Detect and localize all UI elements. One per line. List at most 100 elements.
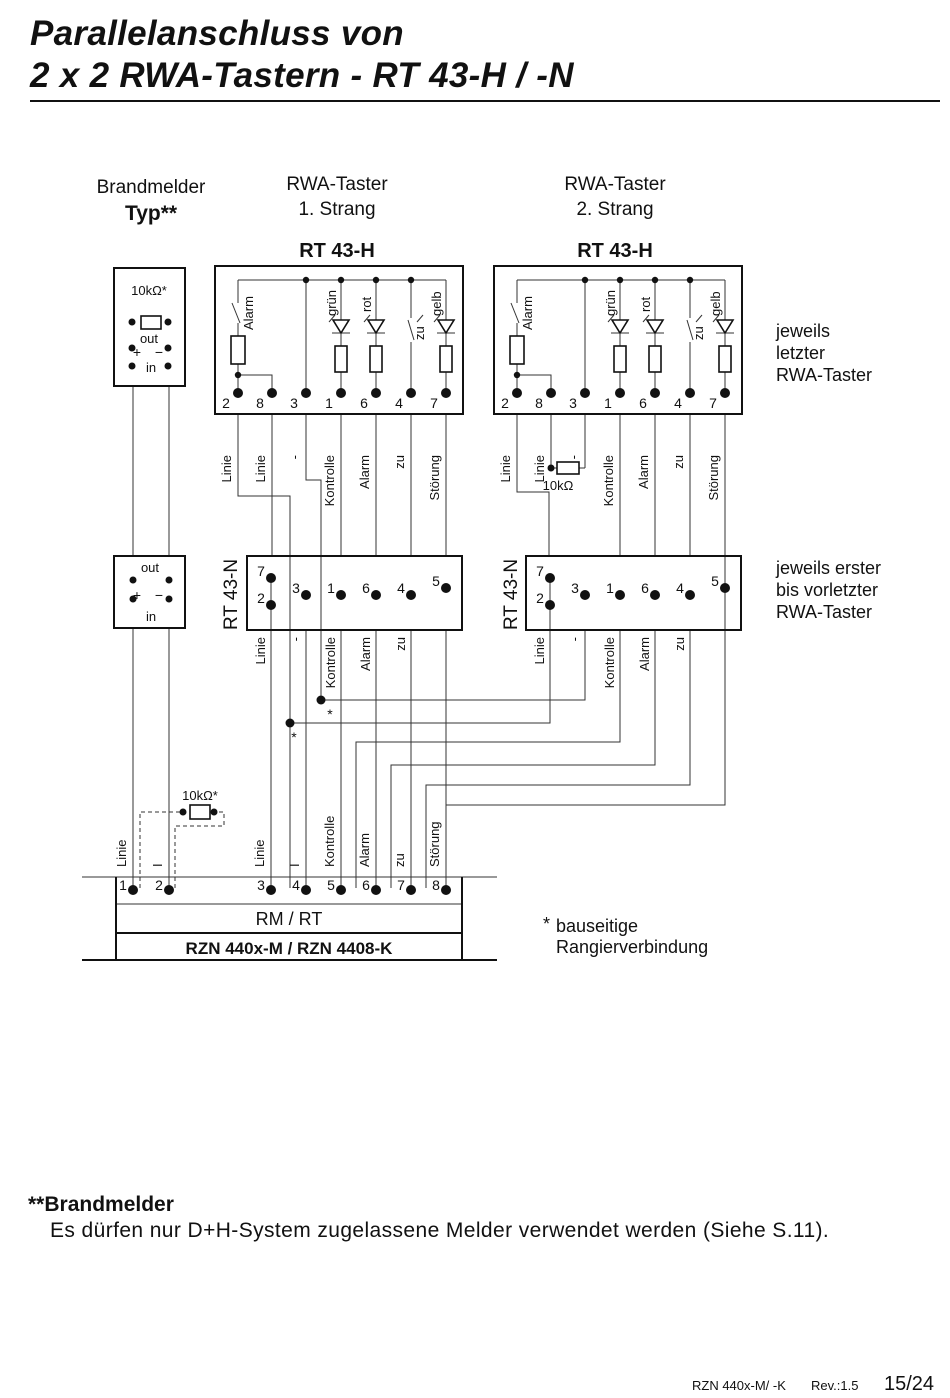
controller-wire-label: zu	[392, 853, 407, 867]
controller-terminal-1	[128, 885, 138, 895]
light-arrow-icon	[328, 314, 336, 323]
detector-terminal-dot	[129, 576, 137, 584]
bus-junction-dot	[581, 276, 589, 284]
rt43h-wire-label: Kontrolle	[322, 455, 337, 506]
rt43n-terminal-number: 2	[536, 590, 544, 606]
rt43n-terminal-number: 1	[606, 580, 614, 596]
detector-minus-label: −	[155, 344, 163, 360]
rt43h-terminal-7	[720, 388, 730, 398]
rt43n-wire-label: zu	[672, 637, 687, 651]
rt43n-wire-label: Linie	[532, 637, 547, 664]
rt43n-terminal-number: 2	[257, 590, 265, 606]
detector-heading: Brandmelder	[97, 177, 206, 198]
legend-mark: *	[543, 914, 550, 934]
detector-terminal-dot	[165, 576, 173, 584]
rt43n-terminal-7	[266, 573, 276, 583]
bus-junction-dot	[407, 276, 415, 284]
component-label-alarm: Alarm	[520, 296, 535, 330]
rt43n-box-1	[246, 555, 463, 631]
rt43h-terminal-4	[406, 388, 416, 398]
junction-dot	[210, 808, 218, 816]
rt43h-box-1	[214, 265, 464, 415]
rt43h-terminal-number: 3	[569, 395, 577, 411]
rt43n-terminal-2	[266, 600, 276, 610]
legend-line-1: bauseitige	[556, 916, 638, 936]
rt43h-terminal-number: 6	[639, 395, 647, 411]
junction-dot	[316, 695, 326, 705]
controller-terminal-3	[266, 885, 276, 895]
led-resistor	[648, 345, 662, 373]
rt43n-terminal-number: 3	[292, 580, 300, 596]
rt43n-terminal-number: 6	[362, 580, 370, 596]
detector-out-label: out	[141, 560, 159, 575]
page-title-line-2: 2 x 2 RWA-Tastern - RT 43-H / -N	[30, 56, 574, 95]
alarm-strand-2	[390, 630, 656, 888]
rt43h-terminal-number: 2	[501, 395, 509, 411]
optional-resistor	[189, 804, 211, 820]
rt43h-wire	[517, 374, 552, 393]
rt43n-terminal-number: 1	[327, 580, 335, 596]
component-label-gruen: grün	[603, 290, 618, 316]
controller-wire-label: I	[287, 863, 302, 867]
rt43h-wire-label: Linie	[219, 455, 234, 482]
rt43n-wire-label: Kontrolle	[323, 637, 338, 688]
junction-dot	[513, 371, 521, 379]
rt43n-terminal-number: 3	[571, 580, 579, 596]
linie-wire-2	[516, 415, 550, 556]
rt43n-terminal-number: 6	[641, 580, 649, 596]
component-label-gelb: gelb	[429, 291, 444, 316]
component-label-alarm: Alarm	[241, 296, 256, 330]
rt43n-terminal-5	[720, 583, 730, 593]
rt43h-terminal-8	[267, 388, 277, 398]
rt43h-wire-label: -	[566, 455, 581, 459]
bus-junction-dot	[372, 276, 380, 284]
legend-line-2: Rangierverbindung	[556, 937, 708, 957]
rt43h-terminal-number: 8	[535, 395, 543, 411]
rt43h-terminal-number: 1	[325, 395, 333, 411]
controller-terminal-8	[441, 885, 451, 895]
junction-dot	[179, 808, 187, 816]
controller-terminal-number: 6	[362, 877, 370, 893]
controller-terminal-2	[164, 885, 174, 895]
led-icon	[645, 319, 665, 335]
led-resistor	[439, 345, 453, 373]
bus-junction-dot	[337, 276, 345, 284]
detector-terminal-dot	[165, 595, 173, 603]
optional-resistor-label: 10kΩ*	[182, 788, 218, 803]
light-arrow-icon	[433, 314, 441, 323]
controller-wire-label: Kontrolle	[322, 816, 337, 867]
field-link-mark: *	[327, 706, 333, 722]
terminating-resistor-label: 10kΩ	[543, 478, 574, 493]
controller-label: RM / RT	[256, 909, 323, 929]
detector-terminal-dot	[164, 344, 172, 352]
rt43h-terminal-2	[233, 388, 243, 398]
bus-junction-dot	[302, 276, 310, 284]
rt43n-wire-label: Kontrolle	[602, 637, 617, 688]
controller-terminal-5	[336, 885, 346, 895]
rt43h-terminal-1	[336, 388, 346, 398]
bus-junction-dot	[686, 276, 694, 284]
rt43h-wire-label: Störung	[706, 455, 721, 501]
note-last-line-1: jeweils	[775, 321, 830, 341]
detector-box-1	[113, 267, 186, 387]
rt43n-terminal-number: 4	[676, 580, 684, 596]
rt43n-terminal-1	[336, 590, 346, 600]
alarm-contact-switch	[510, 302, 520, 324]
controller-terminal-number: 1	[119, 877, 127, 893]
light-arrow-icon	[363, 314, 371, 323]
rt43h-wire-label: Kontrolle	[601, 455, 616, 506]
detector-plus-label: +	[133, 587, 141, 603]
rt43h-wire-label: zu	[671, 455, 686, 469]
rt43n-terminal-5	[441, 583, 451, 593]
led-icon	[331, 319, 351, 335]
component-label-gruen: grün	[324, 290, 339, 316]
rt43h-terminal-number: 8	[256, 395, 264, 411]
rt43h-terminal-number: 3	[290, 395, 298, 411]
rt43n-title-1: RT 43-N	[221, 559, 242, 630]
rt43n-terminal-3	[580, 590, 590, 600]
detector-terminal-dot	[128, 362, 136, 370]
controller-terminal-number: 4	[292, 877, 300, 893]
rt43h-terminal-number: 4	[395, 395, 403, 411]
detector-terminal-dot	[164, 318, 172, 326]
component-label-zu: zu	[691, 326, 706, 340]
